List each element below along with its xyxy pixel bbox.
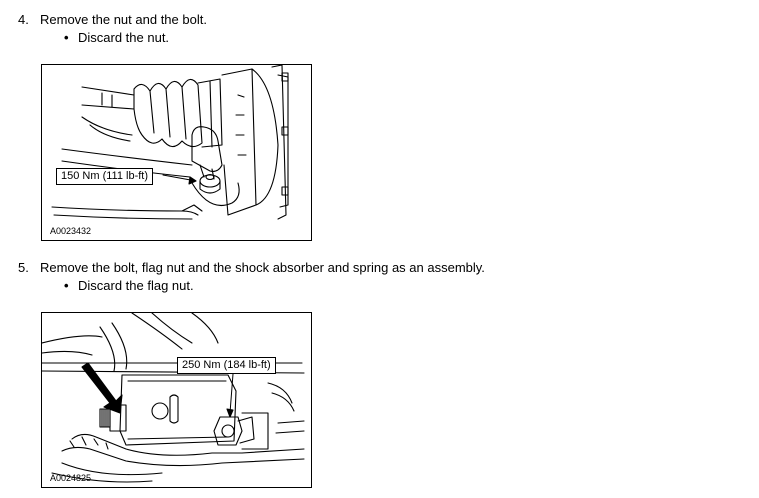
step-4-bullet: • Discard the nut. <box>64 30 169 46</box>
step-4: 4. Remove the nut and the bolt. <box>18 12 207 28</box>
figure-id: A0024825 <box>50 473 92 483</box>
step-5: 5. Remove the bolt, flag nut and the shoc… <box>18 260 485 276</box>
step-number: 4. <box>18 12 29 27</box>
shock-absorber-illustration <box>42 313 305 483</box>
figure-id: A0023432 <box>50 226 92 236</box>
bullet-glyph: • <box>64 278 69 293</box>
torque-callout: 150 Nm (111 lb-ft) <box>56 168 154 185</box>
figure-a0024825: 250 Nm (184 lb-ft) A0024825 <box>41 312 312 488</box>
bullet-glyph: • <box>64 30 69 45</box>
figure-a0023432: 150 Nm (111 lb-ft) A0023432 <box>41 64 312 241</box>
bullet-text: Discard the nut. <box>78 30 170 45</box>
step-text: Remove the bolt, flag nut and the shock … <box>40 260 485 275</box>
step-number: 5. <box>18 260 29 275</box>
bullet-text: Discard the flag nut. <box>78 278 194 293</box>
cv-joint-illustration <box>51 65 289 220</box>
torque-callout: 250 Nm (184 lb-ft) <box>177 357 276 374</box>
step-text: Remove the nut and the bolt. <box>40 12 207 27</box>
step-5-bullet: • Discard the flag nut. <box>64 278 194 294</box>
